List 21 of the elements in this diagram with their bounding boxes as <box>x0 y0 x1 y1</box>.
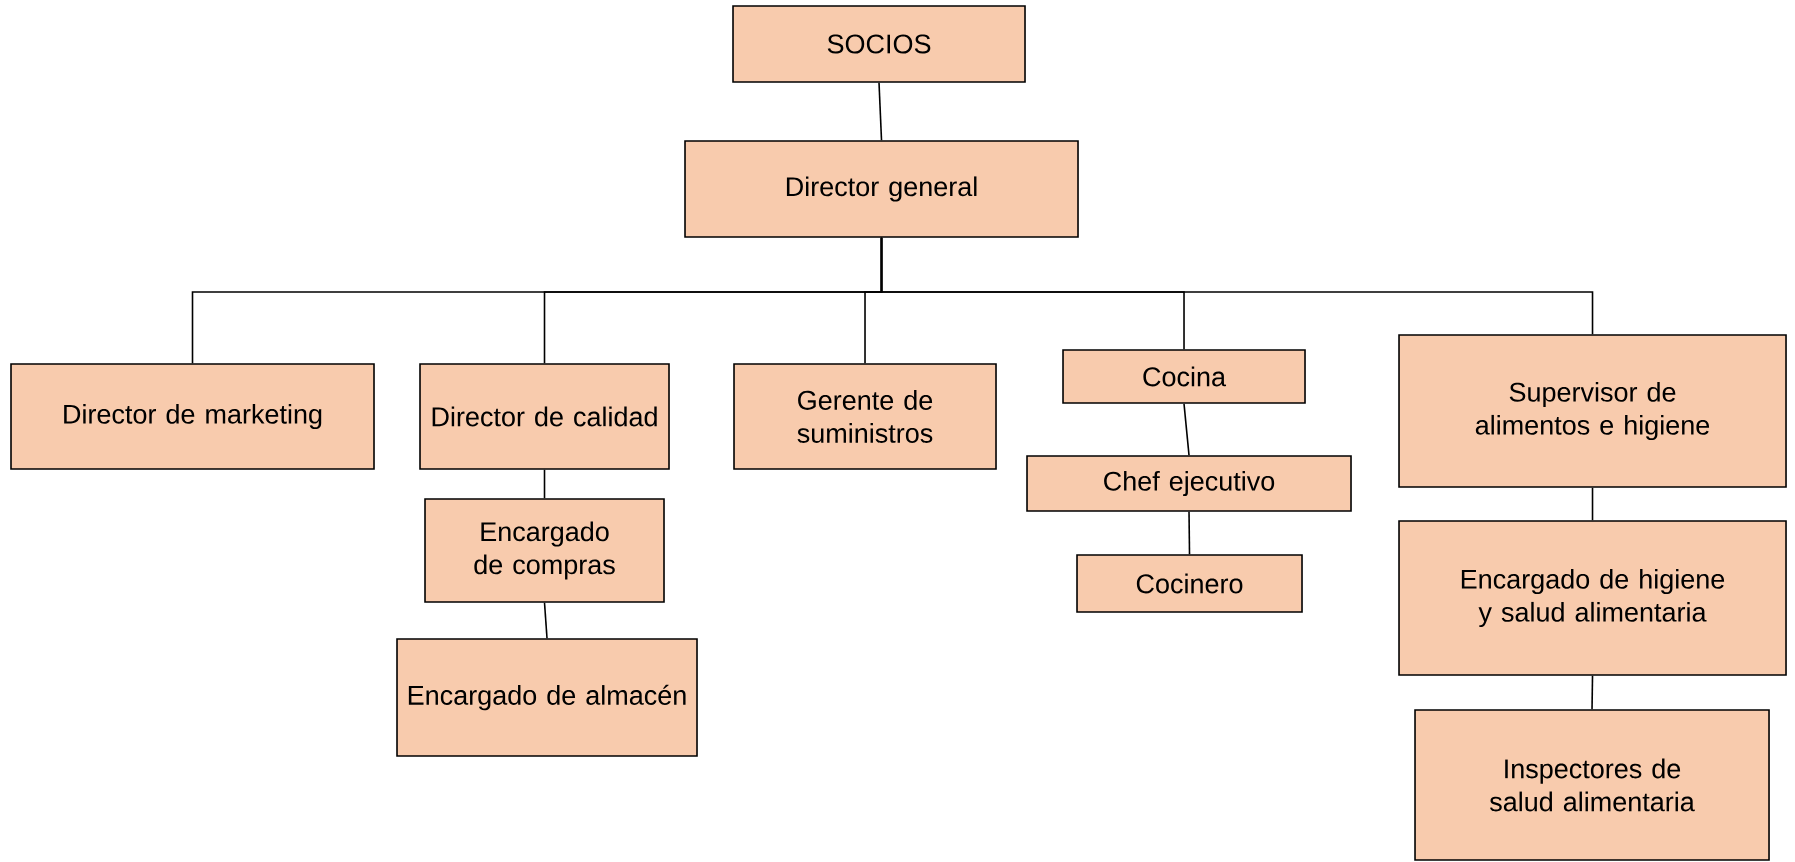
org-box: Encargado de higiene y salud alimentaria <box>1398 520 1787 676</box>
connector-line <box>878 82 883 141</box>
org-box: Director de marketing <box>10 363 375 470</box>
org-box: SOCIOS <box>732 5 1026 83</box>
org-box: Cocinero <box>1076 554 1303 613</box>
connector-line <box>1188 511 1191 555</box>
connector-line <box>1591 675 1594 710</box>
org-box: Director general <box>684 140 1079 238</box>
org-box: Supervisor de alimentos e higiene <box>1398 334 1787 488</box>
org-box: Cocina <box>1062 349 1306 404</box>
connector-line <box>543 469 546 499</box>
connector-line <box>880 237 1594 335</box>
org-box: Chef ejecutivo <box>1026 455 1352 512</box>
org-box: Inspectores de salud alimentaria <box>1414 709 1770 861</box>
connector-line <box>1591 487 1594 521</box>
connector-line <box>1183 403 1190 456</box>
org-box: Director de calidad <box>419 363 670 470</box>
org-box: Encargado de almacén <box>396 638 698 757</box>
org-box: Gerente de suministros <box>733 363 997 470</box>
connector-line <box>543 602 548 639</box>
org-box: Encargado de compras <box>424 498 665 603</box>
